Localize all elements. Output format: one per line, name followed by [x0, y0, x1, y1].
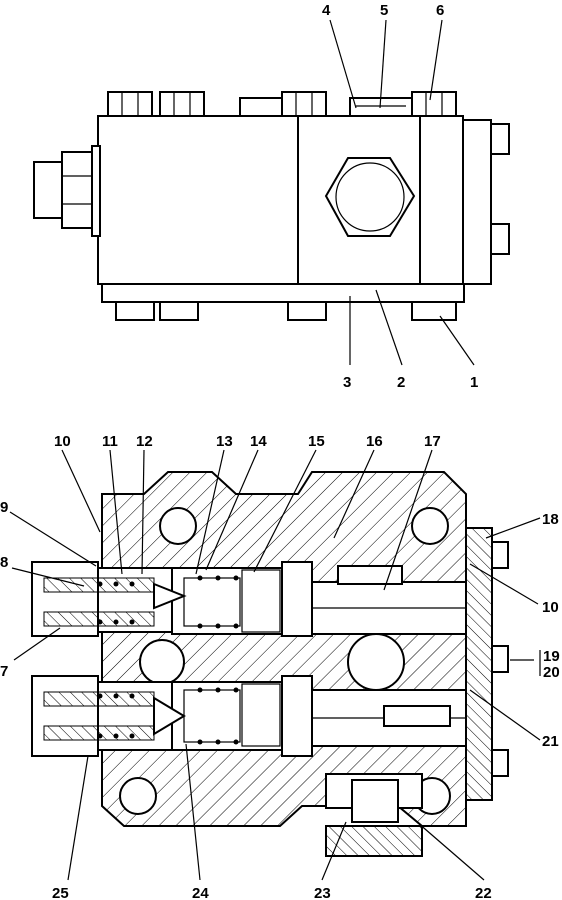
- check-ball-left: [139, 639, 185, 685]
- end-cap: [462, 119, 492, 285]
- callout-11: 11: [102, 433, 118, 450]
- callout-13: 13: [216, 433, 233, 450]
- callout-23: 23: [314, 885, 331, 900]
- callout-17: 17: [424, 433, 441, 450]
- callout-18: 18: [542, 511, 559, 528]
- lower-bore: [31, 675, 467, 757]
- callout-5: 5: [380, 2, 388, 19]
- callout-8: 8: [0, 554, 8, 571]
- base-plate: [101, 283, 465, 303]
- callout-1: 1: [470, 374, 478, 391]
- callout-25: 25: [52, 885, 69, 900]
- callout-10-right: 10: [542, 599, 559, 616]
- callout-6: 6: [436, 2, 444, 19]
- callout-14: 14: [250, 433, 267, 450]
- section-view: [9, 449, 541, 881]
- callout-16: 16: [366, 433, 383, 450]
- callout-10-top: 10: [54, 433, 71, 450]
- callout-4: 4: [322, 2, 331, 19]
- callout-24: 24: [192, 885, 209, 900]
- top-bolt-heads: [107, 91, 457, 117]
- left-fitting: [33, 145, 101, 237]
- callout-3: 3: [343, 374, 351, 391]
- callout-15: 15: [308, 433, 325, 450]
- hex-plug: [324, 157, 416, 237]
- check-ball-right: [347, 633, 405, 691]
- upper-bore: [31, 561, 467, 637]
- callout-7: 7: [0, 663, 8, 680]
- callout-21: 21: [542, 733, 559, 750]
- callout-20: 20: [543, 664, 560, 681]
- top-view: [33, 19, 510, 366]
- callout-9: 9: [0, 499, 8, 516]
- callout-12: 12: [136, 433, 153, 450]
- callout-2: 2: [397, 374, 405, 391]
- callout-22: 22: [475, 885, 492, 900]
- bottom-plug: [325, 825, 423, 857]
- callout-19: 19: [543, 648, 560, 665]
